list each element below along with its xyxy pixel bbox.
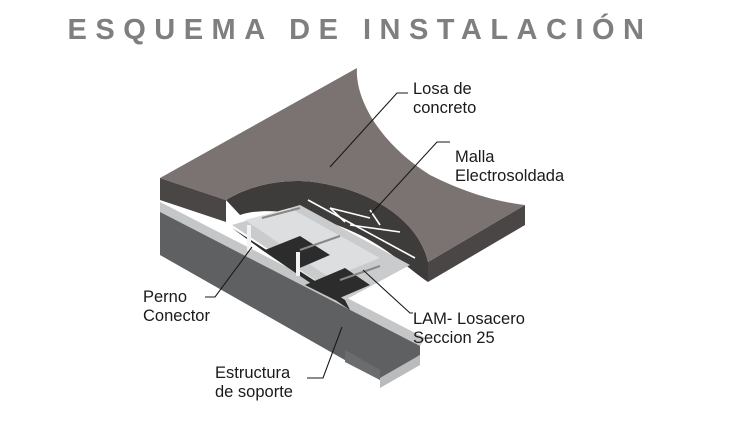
label-line: de soporte <box>215 383 293 401</box>
label-line: concreto <box>413 99 477 117</box>
steel-deck <box>232 205 410 310</box>
label-line: Conector <box>143 307 210 325</box>
support-beam <box>160 202 425 388</box>
label-lam-losacero: LAM- Losacero Seccion 25 <box>413 310 525 348</box>
label-line: Malla <box>455 148 495 166</box>
connector-bolt <box>296 252 300 276</box>
label-line: Seccion 25 <box>413 329 495 347</box>
connector-bolt <box>247 225 251 251</box>
welded-mesh <box>307 199 416 259</box>
label-line: Perno <box>143 288 188 306</box>
label-malla-electrosoldada: Malla Electrosoldada <box>455 148 564 186</box>
label-estructura-de-soporte: Estructura de soporte <box>215 364 293 402</box>
label-line: Electrosoldada <box>455 167 565 185</box>
page-title: ESQUEMA DE INSTALACIÓN <box>67 14 653 46</box>
label-losa-de-concreto: Losa de concreto <box>413 80 476 118</box>
label-line: LAM- Losacero <box>413 310 525 328</box>
label-perno-conector: Perno Conector <box>143 288 210 326</box>
label-line: Losa de <box>413 80 472 98</box>
label-line: Estructura <box>215 364 291 382</box>
leader-lines <box>205 92 450 379</box>
